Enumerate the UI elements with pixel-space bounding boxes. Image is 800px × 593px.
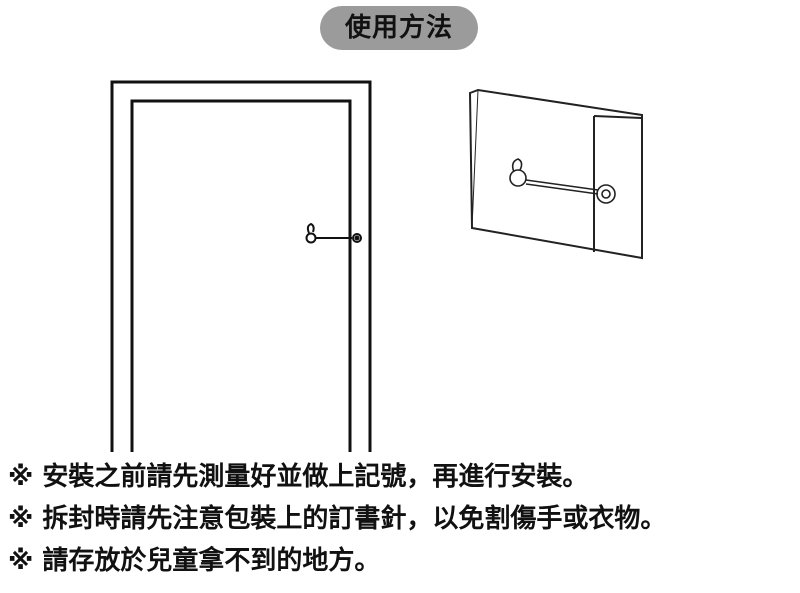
note-staple-caution: ※ 拆封時請先注意包裝上的訂書針，以免割傷手或衣物。	[8, 504, 667, 534]
note-keep-from-children: ※ 請存放於兒童拿不到的地方。	[8, 546, 381, 576]
usage-title-badge: 使用方法	[320, 6, 478, 50]
door-drawing	[110, 80, 372, 452]
note-measure-before-install: ※ 安裝之前請先測量好並做上記號，再進行安裝。	[8, 462, 589, 492]
panel-drawing	[468, 88, 643, 260]
notes-section: ※ 安裝之前請先測量好並做上記號，再進行安裝。 ※ 拆封時請先注意包裝上的訂書針…	[8, 456, 798, 582]
installation-illustration	[110, 80, 643, 452]
door-hook-icon	[305, 222, 362, 244]
panel-hook-icon	[509, 158, 616, 204]
